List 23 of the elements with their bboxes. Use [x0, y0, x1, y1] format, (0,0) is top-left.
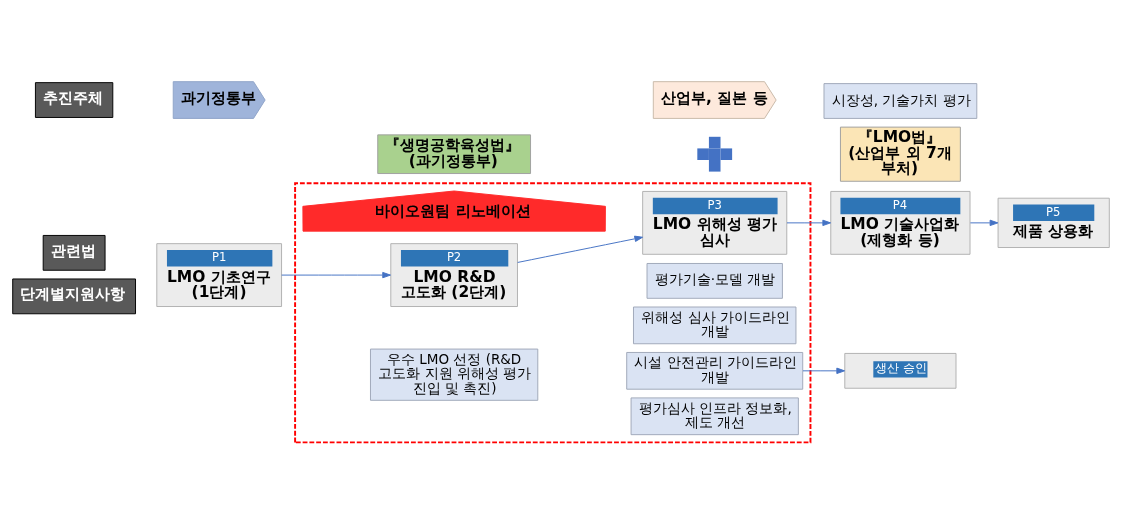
arrow	[281, 271, 391, 279]
arrow	[802, 367, 846, 375]
node-box: 위해성 심사 가이드라인 개발	[633, 306, 797, 345]
node-box: P5 제품 상용화	[997, 197, 1110, 248]
node-box: 평가심사 인프라 정보화, 제도 개선	[630, 397, 799, 436]
arrow	[969, 219, 999, 227]
node-box: 『생명공학육성법』 (과기정통부)	[377, 134, 532, 175]
node-box: P1 LMO 기초연구 (1단계)	[156, 243, 283, 307]
node-box: 관련법	[42, 234, 106, 271]
node-box: 시장성, 기술가치 평가	[823, 83, 978, 119]
node-box: 추진주체	[34, 82, 114, 118]
node-box: 평가기술·모델 개발	[646, 263, 783, 299]
node-box: P3 LMO 위해성 평가 심사	[642, 190, 788, 255]
cluster	[294, 182, 812, 444]
node-box: 우수 LMO 선정 (R&D 고도화 지원 위해성 평가 진입 및 촉진)	[370, 348, 539, 401]
node-box: 단계별지원사항	[12, 278, 136, 315]
node-box: 생산 승인	[844, 352, 957, 389]
node-box: P2 LMO R&D 고도화 (2단계)	[390, 243, 518, 307]
node-box: 『LMO법』 (산업부 외 7개 부처)	[839, 126, 961, 182]
arrow	[517, 235, 644, 263]
node-box: 시설 안전관리 가이드라인 개발	[626, 351, 804, 390]
arrow	[786, 219, 832, 227]
node-box: P4 LMO 기술사업화 (제형화 등)	[830, 190, 971, 255]
